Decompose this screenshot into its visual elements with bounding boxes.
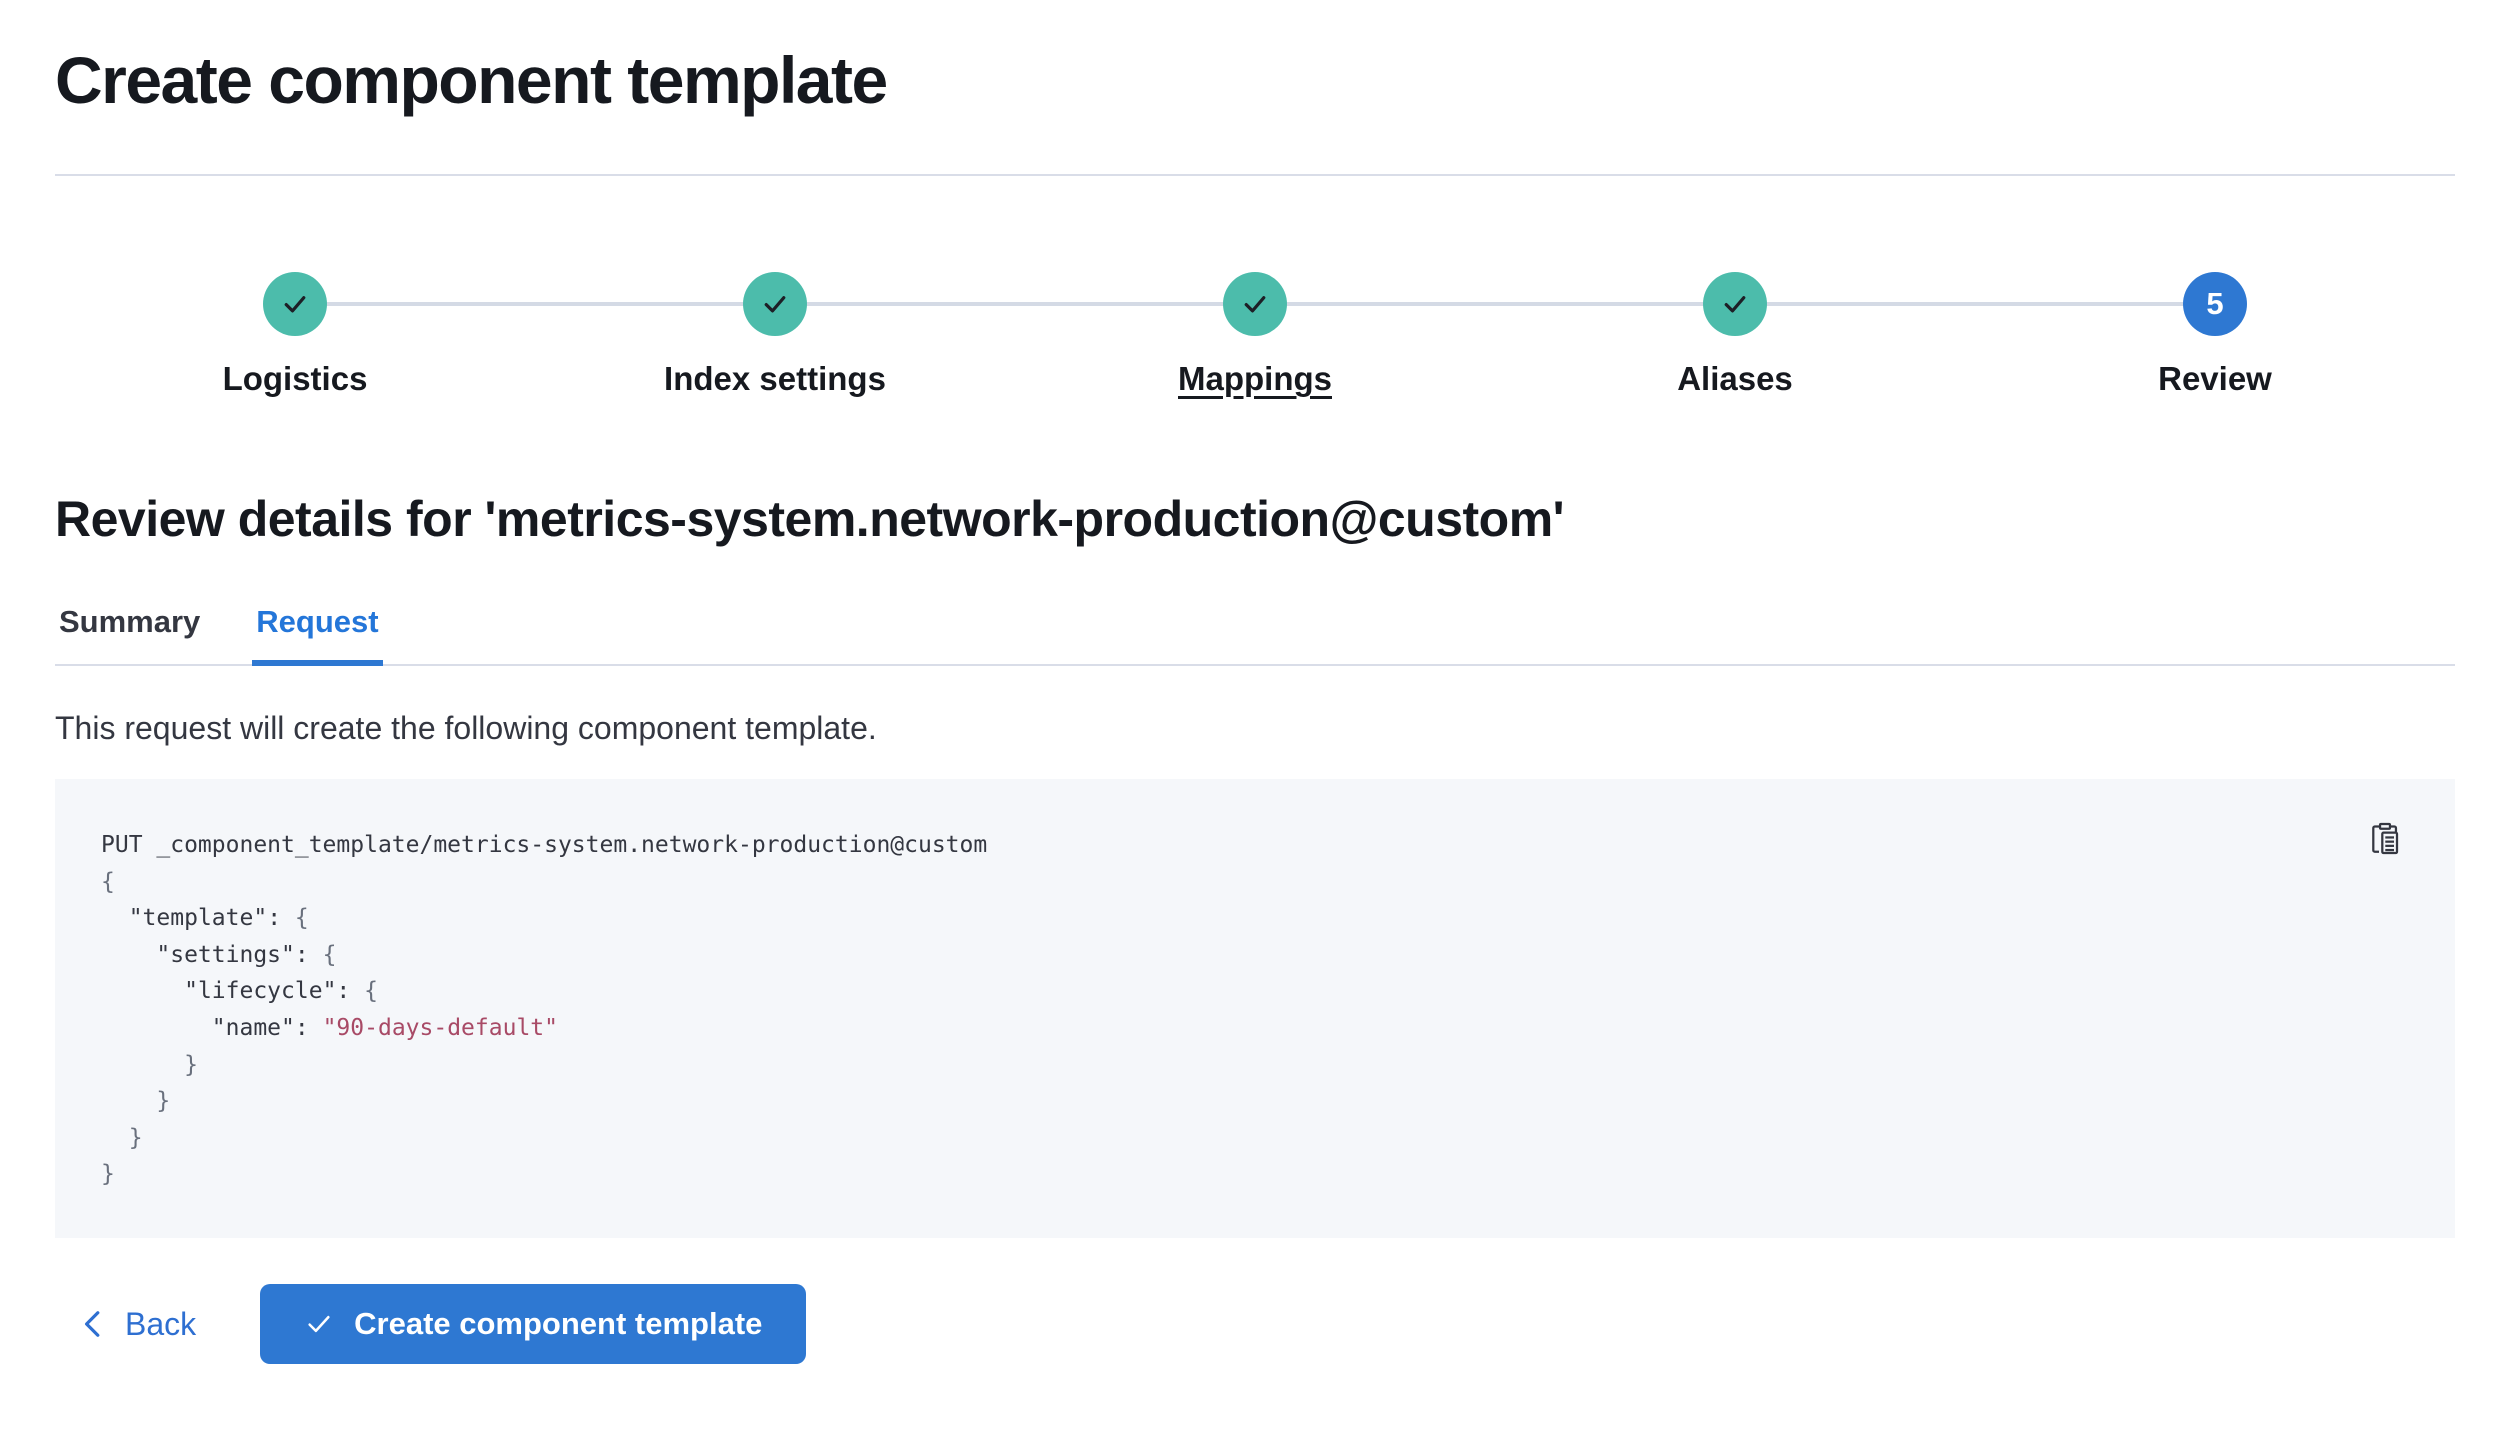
code-token: "name": [211, 1014, 295, 1041]
tab-summary[interactable]: Summary: [55, 596, 204, 666]
code-token: "template": [128, 905, 268, 932]
review-details-heading: Review details for 'metrics-system.netwo…: [55, 491, 1565, 547]
code-token: {: [294, 905, 309, 932]
step-check-icon: [1223, 272, 1287, 336]
title-divider: [55, 174, 2455, 176]
code-token: "lifecycle": [184, 978, 337, 1005]
tab-request[interactable]: Request: [252, 596, 383, 666]
code-token: [101, 942, 156, 968]
code-token: [101, 1015, 212, 1041]
code-token: }: [101, 1051, 198, 1078]
check-icon: [304, 1309, 334, 1339]
step-number: 5: [2206, 286, 2224, 321]
step-number-circle: 5: [2183, 272, 2247, 336]
code-token: :: [294, 1014, 323, 1041]
step-label-mappings: Mappings: [1178, 360, 1332, 397]
review-tabs: Summary Request: [55, 596, 2455, 666]
step-label-index-settings: Index settings: [664, 360, 886, 397]
code-token: "settings": [156, 941, 295, 968]
code-token: :: [267, 905, 295, 932]
request-code: PUT _component_template/metrics-system.n…: [101, 827, 2409, 1193]
code-token: }: [101, 1088, 171, 1115]
stepper-step-mappings[interactable]: Mappings: [1015, 272, 1495, 398]
wizard-footer: Back Create component template: [55, 1284, 2455, 1364]
copy-clipboard-icon[interactable]: [2367, 821, 2403, 859]
code-token: PUT _component_template/metrics-system.n…: [101, 832, 988, 858]
code-token: }: [101, 1161, 115, 1188]
back-button-label: Back: [125, 1305, 197, 1342]
step-label-review: Review: [2158, 360, 2272, 397]
request-description: This request will create the following c…: [55, 710, 877, 746]
code-token: [101, 978, 184, 1004]
step-label-aliases: Aliases: [1677, 360, 1793, 397]
code-token: "90-days-default": [322, 1014, 558, 1041]
code-token: {: [364, 978, 378, 1005]
step-check-icon: [1703, 272, 1767, 336]
code-token: [101, 905, 129, 931]
code-token: {: [101, 868, 115, 895]
step-check-icon: [263, 272, 327, 336]
create-component-template-button[interactable]: Create component template: [260, 1284, 807, 1364]
step-check-icon: [743, 272, 807, 336]
code-token: {: [322, 941, 337, 968]
code-token: }: [101, 1124, 143, 1151]
step-label-logistics: Logistics: [222, 360, 368, 397]
page-title: Create component template: [55, 43, 888, 117]
request-code-block: PUT _component_template/metrics-system.n…: [55, 779, 2455, 1238]
chevron-left-icon: [79, 1308, 107, 1340]
create-component-template-page: Create component template Logistics Index…: [0, 42, 2506, 1364]
code-token: :: [336, 978, 365, 1005]
code-token: :: [294, 941, 323, 968]
stepper-step-logistics[interactable]: Logistics: [55, 272, 535, 398]
back-button[interactable]: Back: [55, 1306, 196, 1343]
create-component-template-label: Create component template: [354, 1306, 763, 1341]
stepper-step-aliases[interactable]: Aliases: [1495, 272, 1975, 398]
stepper-step-index-settings[interactable]: Index settings: [535, 272, 1015, 398]
